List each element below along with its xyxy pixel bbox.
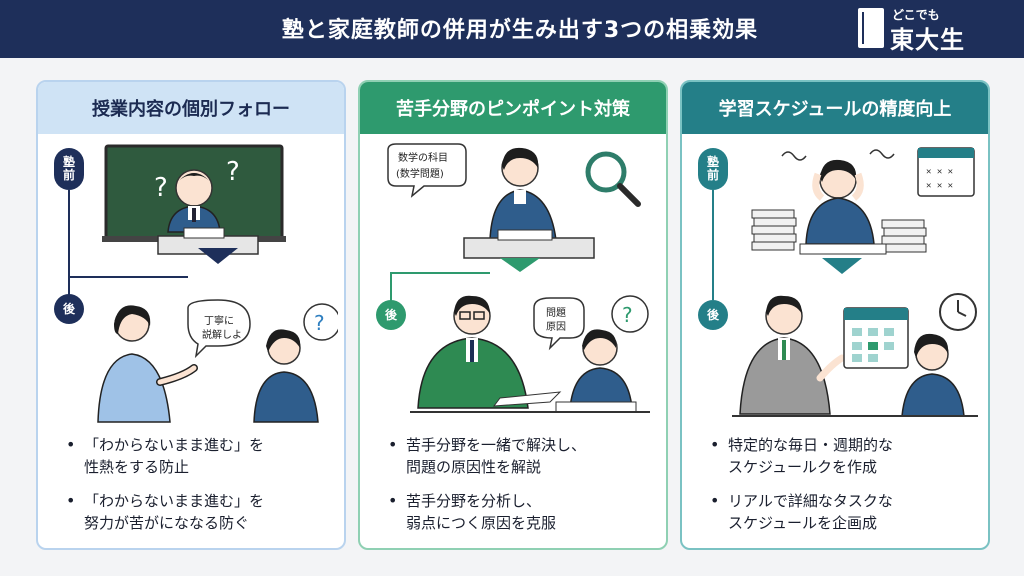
svg-text:✕ ✕ ✕: ✕ ✕ ✕ xyxy=(926,181,953,191)
header-banner: 塾と家庭教師の併用が生み出す3つの相乗効果 どこでも 東大生 xyxy=(0,0,1024,58)
teacher-student-illustration: 問題 原因 ? xyxy=(410,295,650,413)
question-mark: ? xyxy=(622,303,633,327)
bullet-item: 「わからないまま進む」を 努力が苦がにななる防ぐ xyxy=(66,490,336,534)
planning-illustration xyxy=(732,293,978,417)
bullet-item: 特定的な毎日・週期的な スケジュールクを作成 xyxy=(710,434,980,478)
bullet-item: 苦手分野を一緒で解決し、 問題の原因性を解説 xyxy=(388,434,658,478)
card-individual-follow: 授業内容の個別フォロー 塾 前 ? ? 後 丁寧に 説解しよ ? 「わからないま… xyxy=(36,80,346,550)
brand-logo: どこでも 東大生 xyxy=(858,6,1018,54)
after-badge: 後 xyxy=(54,294,84,324)
after-badge: 後 xyxy=(698,300,728,330)
bullet-item: 苦手分野を分析し、 弱点につく原因を克服 xyxy=(388,490,658,534)
page-title: 塾と家庭教師の併用が生み出す3つの相乗効果 xyxy=(281,18,759,43)
speech-line-1: 数学の科目 xyxy=(398,151,448,164)
connector-line xyxy=(390,272,392,302)
speech-line-2: (数学問題) xyxy=(396,167,444,180)
overwhelmed-student-illustration: ✕ ✕ ✕ ✕ ✕ ✕ xyxy=(751,147,975,274)
card-schedule-precision: 学習スケジュールの精度向上 塾 前 ✕ ✕ ✕ ✕ ✕ ✕ 後 xyxy=(680,80,990,550)
logo-tagline: どこでも xyxy=(892,8,940,22)
speech-line-2: 原因 xyxy=(546,321,566,333)
after-badge: 後 xyxy=(376,300,406,330)
bullet-list: 苦手分野を一緒で解決し、 問題の原因性を解説 苦手分野を分析し、 弱点につく原因… xyxy=(388,434,658,546)
before-badge: 塾 前 xyxy=(698,148,728,190)
connector-line xyxy=(712,190,714,300)
svg-text:?: ? xyxy=(154,173,168,203)
connector-line xyxy=(68,276,188,278)
card-title: 学習スケジュールの精度向上 xyxy=(682,82,988,134)
svg-text:?: ? xyxy=(226,157,240,187)
card-title: 苦手分野のピンポイント対策 xyxy=(360,82,666,134)
bullet-item: リアルで詳細なタスクな スケジュールを企画成 xyxy=(710,490,980,534)
connector-line xyxy=(390,272,490,274)
bullet-list: 「わからないまま進む」を 性熱をする防止 「わからないまま進む」を 努力が苦がに… xyxy=(66,434,336,546)
struggling-student-illustration: 数学の科目 (数学問題) xyxy=(387,143,641,272)
logo-name: 東大生 xyxy=(890,26,965,54)
question-mark: ? xyxy=(314,311,325,335)
card-title: 授業内容の個別フォロー xyxy=(38,82,344,134)
bullet-item: 「わからないまま進む」を 性熱をする防止 xyxy=(66,434,336,478)
classroom-illustration: ? ? xyxy=(102,144,286,264)
connector-line xyxy=(68,190,70,300)
book-icon xyxy=(858,8,884,48)
tutoring-illustration: 丁寧に 説解しよ ? xyxy=(97,299,338,423)
card-weak-area: 苦手分野のピンポイント対策 数学の科目 (数学問題) 後 問題 原因 ? xyxy=(358,80,668,550)
speech-line-1: 問題 xyxy=(546,307,566,319)
speech-line-2: 説解しよ xyxy=(202,328,242,341)
bullet-list: 特定的な毎日・週期的な スケジュールクを作成 リアルで詳細なタスクな スケジュー… xyxy=(710,434,980,546)
svg-text:✕ ✕ ✕: ✕ ✕ ✕ xyxy=(926,167,953,177)
speech-line-1: 丁寧に xyxy=(204,314,234,327)
before-badge: 塾 前 xyxy=(54,148,84,190)
